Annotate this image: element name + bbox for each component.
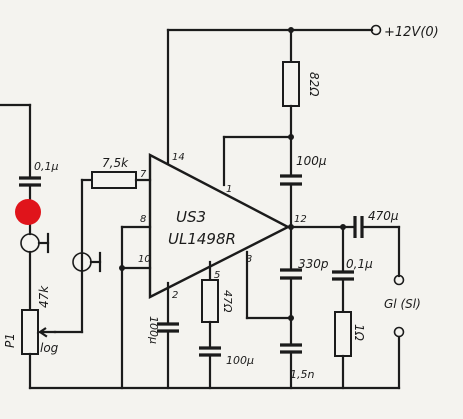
resistor-7k5-label: 7,5k [102, 156, 129, 170]
supply-rail: +12V(0) [166, 24, 439, 170]
potentiometer-name: P1 [3, 333, 17, 348]
pin-5-label: 5 [214, 270, 220, 281]
output-terminal-top[interactable] [393, 274, 405, 286]
capacitor-pin2-100u: 100μ [147, 281, 179, 390]
zobel-branch: 0,1μ 1Ω [332, 225, 373, 390]
output-label: Gl (Sl) [384, 297, 421, 311]
ic-name: US3 [176, 208, 206, 226]
capacitor-470u: 470μ [340, 209, 405, 286]
pin-10-label: 10 [138, 254, 151, 265]
supply-label: +12V(0) [384, 25, 439, 40]
red-marker [15, 199, 41, 225]
pin3-network [245, 250, 294, 321]
test-point-left[interactable] [20, 233, 40, 253]
potentiometer-value: 47k [37, 285, 51, 308]
pin-1-label: 1 [226, 184, 232, 195]
capacitor-330p-label: 330p [298, 257, 329, 271]
input-section: 0,1μ P1 47k log [0, 103, 59, 390]
output-terminals: Gl (Sl) [384, 297, 421, 390]
potentiometer-taper: log [40, 341, 59, 355]
capacitor-470u-label: 470μ [368, 209, 399, 223]
ic-us3: US3 UL1498R 14 7 8 10 1 12 2 5 3 [138, 152, 307, 301]
capacitor-01u-out-label: 0,1μ [346, 257, 373, 271]
potentiometer-p1[interactable] [21, 309, 39, 355]
pin-7-label: 7 [140, 169, 147, 180]
capacitor-input-label: 0,1μ [34, 160, 59, 173]
pin-2-label: 2 [172, 290, 178, 301]
resistor-1ohm-label: 1Ω [352, 324, 366, 342]
ic-part: UL1498R [168, 230, 236, 248]
test-point-mid[interactable] [72, 251, 102, 273]
supply-terminal[interactable] [370, 24, 382, 36]
capacitor-pin2-label: 100μ [147, 316, 160, 344]
capacitor-100u-top: 100μ [280, 154, 327, 229]
pin-14-label: 14 [172, 152, 185, 163]
capacitor-pin5-label: 100μ [226, 354, 254, 367]
pins-8-10-ground [119, 225, 152, 390]
pin5-network: 47Ω 100μ [199, 260, 254, 390]
capacitor-1n5-label: 1,5n [290, 368, 314, 381]
pin-8-label: 8 [140, 214, 146, 225]
resistor-82ohm: 82Ω [222, 61, 321, 187]
resistor-7k5: 7,5k [53, 156, 152, 334]
capacitor-100u-top-label: 100μ [296, 154, 327, 168]
pin-12-label: 12 [294, 214, 307, 225]
resistor-82ohm-label: 82Ω [307, 72, 321, 97]
pin-3-label: 3 [246, 254, 252, 265]
output-terminal-bottom[interactable] [393, 326, 405, 338]
resistor-pin5-label: 47Ω [221, 290, 234, 313]
